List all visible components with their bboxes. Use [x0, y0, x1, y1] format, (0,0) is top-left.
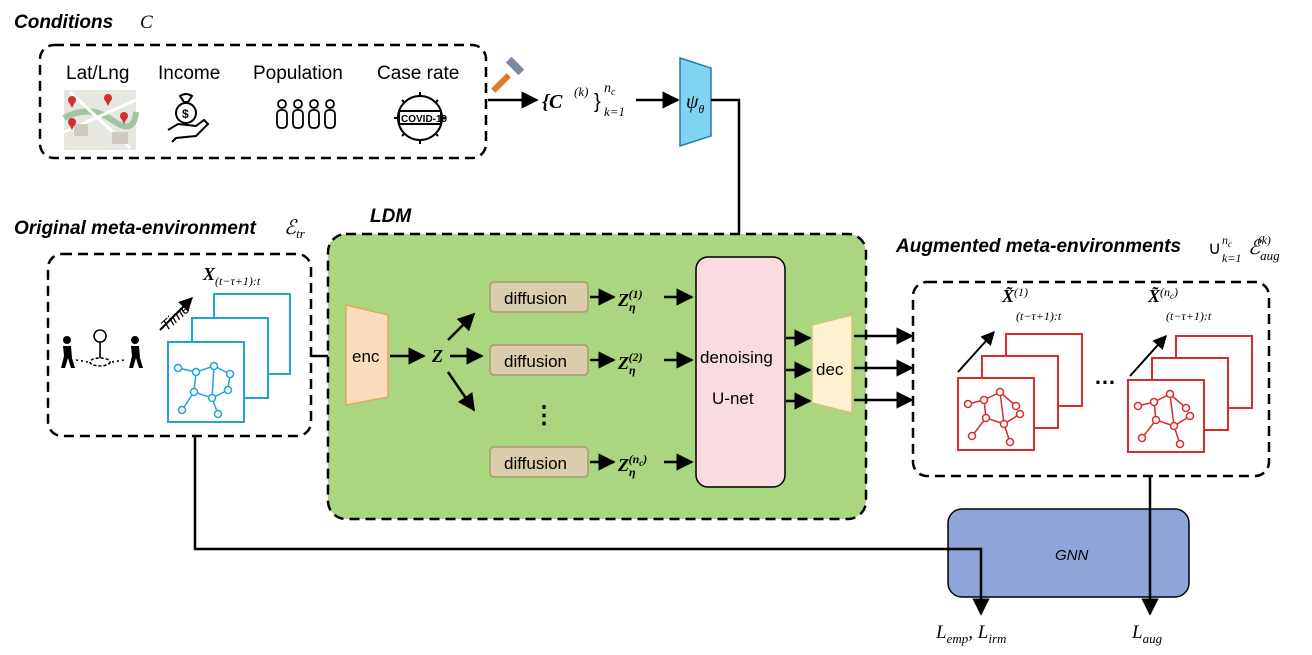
diffusion-label-3: diffusion — [504, 454, 567, 473]
conditions-title-text: Conditions — [14, 12, 113, 33]
z-eta-label-1: Zη(1) — [617, 287, 643, 314]
diffusion-label-2: diffusion — [504, 352, 567, 371]
z-eta-label-2: Zη(2) — [617, 350, 643, 377]
covid-badge-text: COVID-19 — [401, 114, 448, 125]
svg-text:nc: nc — [604, 81, 616, 98]
condition-label-caserate: Case rate — [377, 63, 459, 84]
augmented-x-sub-1: (t−τ+1):t — [1016, 309, 1062, 323]
loss-emp-irm-label: Lemp, Lirm — [935, 622, 1006, 646]
augmented-box — [911, 280, 1271, 478]
svg-text:}: } — [594, 91, 601, 113]
diffusion-block-3 — [489, 446, 589, 478]
original-title: Original meta-environment ℰtr — [14, 217, 306, 241]
gnn-block — [947, 508, 1190, 598]
arrow-original-to-gnn — [193, 437, 990, 616]
gnn-label: GNN — [1055, 547, 1089, 564]
money-bag-hand-icon — [167, 93, 210, 143]
conditions-symbol: C — [140, 12, 153, 33]
original-symbol: ℰtr — [284, 217, 306, 241]
loss-aug-label: Laug — [1131, 622, 1163, 646]
location-pin-icon — [75, 329, 125, 367]
augmented-title: Augmented meta-environments ∪ nc k=1 ℰau… — [895, 233, 1280, 265]
augmented-graph-network-1 — [963, 387, 1025, 447]
encoder-block — [345, 304, 389, 406]
augmented-graph-stack-1 — [957, 333, 1083, 451]
original-title-text: Original meta-environment — [14, 218, 256, 239]
diffusion-block-1 — [489, 281, 589, 313]
original-x-label: X(t−τ+1):t — [202, 264, 261, 288]
augmented-time-arrow-nc — [1129, 334, 1167, 377]
augmented-x-label-nc: X̃(nc) — [1147, 285, 1178, 306]
z-eta-label-nc: Zη(nc) — [617, 452, 647, 479]
time-axis-label: Time — [158, 300, 194, 335]
arrow-z-to-diffusion-3 — [446, 371, 476, 412]
augmented-env-symbol: ℰaug(k) — [1248, 233, 1280, 263]
arrow-psi-to-denoising — [711, 98, 748, 256]
hammer-icon — [491, 56, 525, 93]
map-pin-icon — [62, 90, 139, 150]
psi-label: ψθ — [686, 91, 704, 116]
augmented-ellipsis: … — [1094, 364, 1116, 389]
condition-set-label: {C (k) } nc k=1 — [542, 81, 625, 119]
condition-label-population: Population — [253, 63, 343, 84]
denoising-label: denoising — [700, 348, 773, 367]
arrow-z-to-diffusion-1 — [447, 312, 476, 341]
augmented-x-label-1: X̃(1) — [1001, 285, 1028, 306]
augmented-graph-network-nc — [1133, 389, 1195, 449]
augmented-union-lower: k=1 — [1222, 251, 1241, 265]
psi-network-block — [679, 56, 712, 148]
conditions-box — [38, 43, 488, 160]
denoising-unet-block — [695, 256, 786, 488]
augmented-x-sub-nc: (t−τ+1):t — [1166, 309, 1212, 323]
people-walking-icon — [61, 336, 143, 368]
augmented-graph-stack-nc — [1127, 335, 1253, 453]
condition-label-latlng: Lat/Lng — [66, 63, 129, 84]
covid-virus-icon — [394, 92, 446, 144]
diffusion-label-1: diffusion — [504, 289, 567, 308]
people-group-icon — [276, 99, 336, 129]
money-bag-symbol: $ — [182, 107, 189, 121]
decoder-label: dec — [816, 360, 844, 379]
latent-z-label: Z — [431, 346, 443, 366]
svg-text:k=1: k=1 — [604, 104, 625, 119]
encoder-label: enc — [352, 347, 380, 366]
conditions-title: Conditions C — [14, 12, 153, 33]
decoder-block — [811, 314, 853, 414]
unet-label: U-net — [712, 389, 754, 408]
original-box — [46, 252, 313, 438]
diffusion-block-2 — [489, 344, 589, 376]
ldm-title: LDM — [370, 206, 412, 227]
augmented-title-text: Augmented meta-environments — [895, 236, 1181, 257]
augmented-union-symbol: ∪ — [1208, 238, 1221, 258]
diffusion-ellipsis: ⋮ — [532, 402, 556, 429]
original-graph-network — [173, 361, 235, 419]
time-axis-arrow — [159, 297, 193, 331]
svg-text:{C: {C — [542, 91, 563, 113]
svg-text:(k): (k) — [574, 84, 588, 99]
condition-label-income: Income — [158, 63, 220, 84]
augmented-union-upper: nc — [1222, 233, 1232, 249]
augmented-time-arrow-1 — [957, 330, 995, 373]
